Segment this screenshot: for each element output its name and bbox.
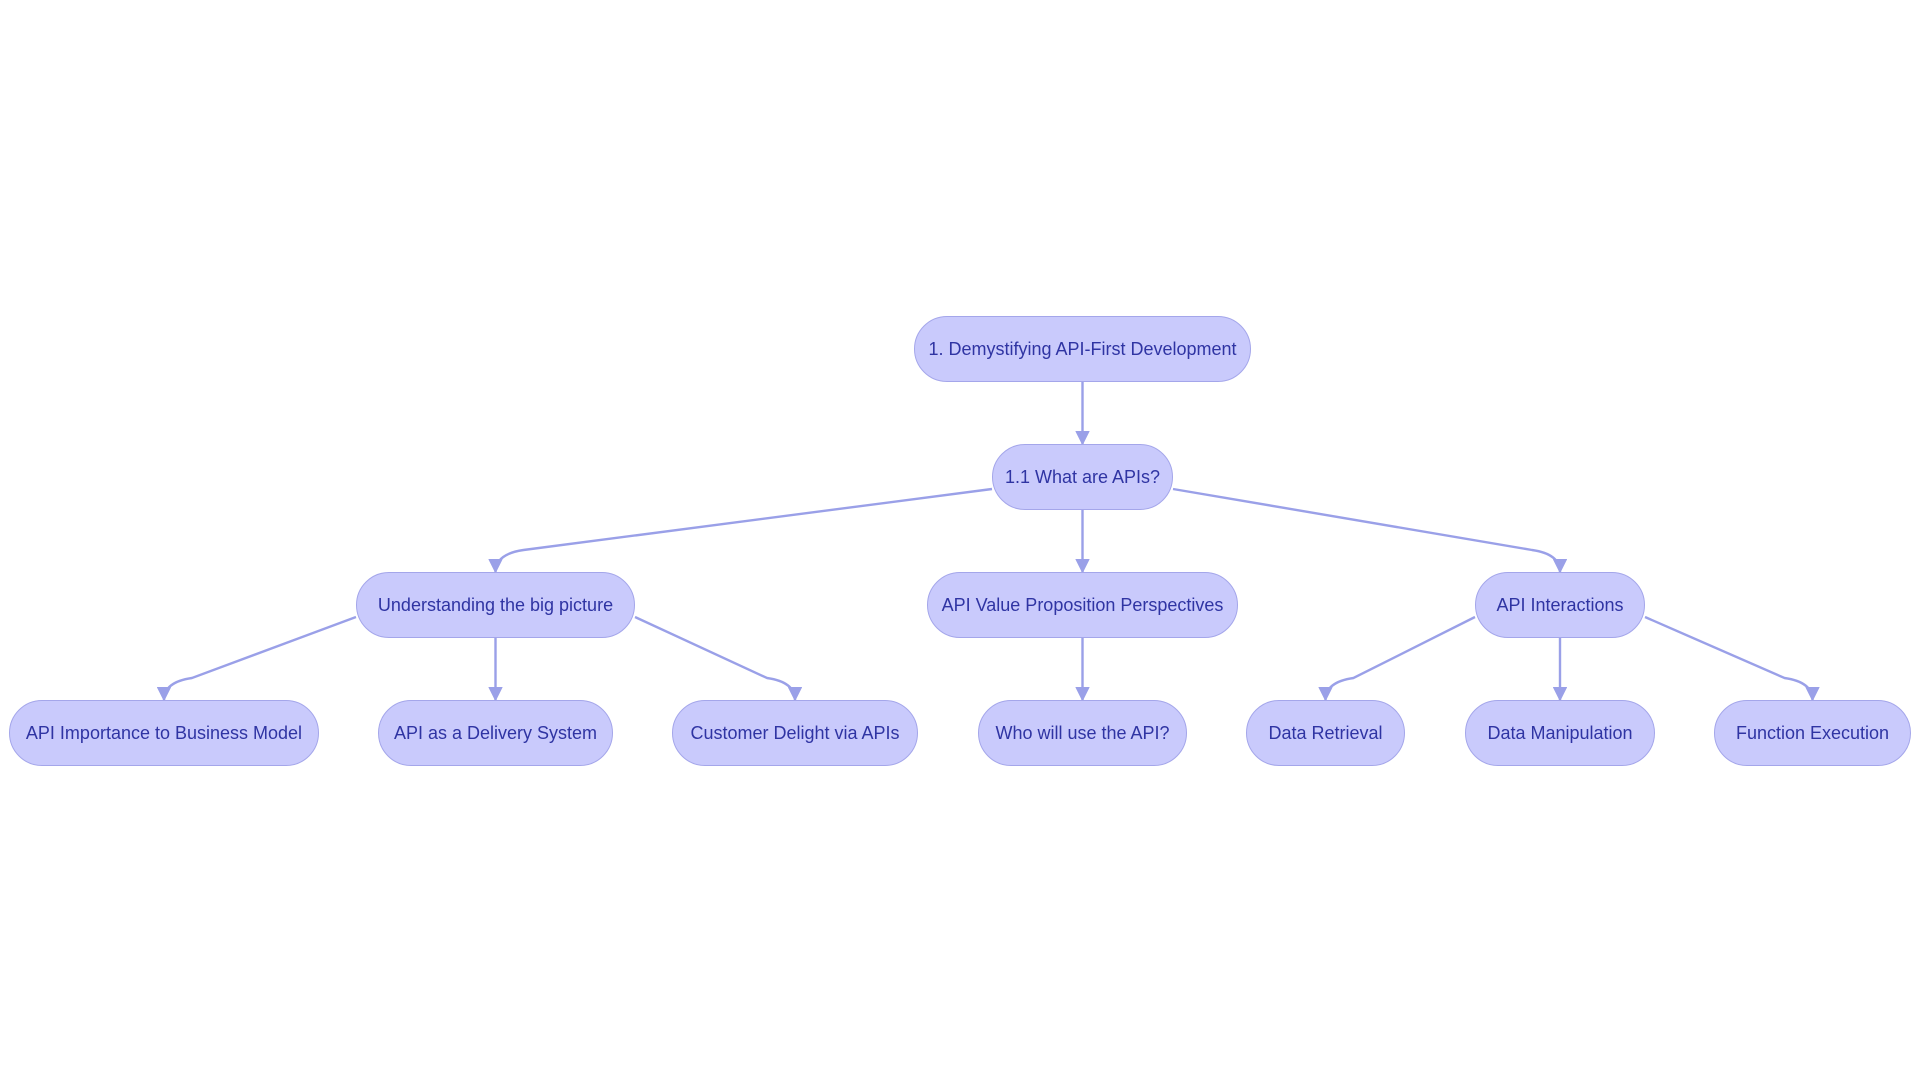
node-demystifying-api-first: 1. Demystifying API-First Development — [914, 316, 1251, 382]
connector-inter-to-retrieval — [1318, 615, 1476, 702]
node-understanding-big-picture: Understanding the big picture — [356, 572, 635, 638]
node-api-interactions: API Interactions — [1475, 572, 1645, 638]
node-who-will-use-api: Who will use the API? — [978, 700, 1187, 766]
connector-what-to-big — [488, 487, 993, 574]
node-api-delivery-system: API as a Delivery System — [378, 700, 613, 766]
node-api-value-proposition: API Value Proposition Perspectives — [927, 572, 1238, 638]
connector-big-to-importance — [156, 615, 357, 702]
connector-what-to-inter — [1172, 487, 1568, 574]
node-function-execution: Function Execution — [1714, 700, 1911, 766]
node-data-manipulation: Data Manipulation — [1465, 700, 1655, 766]
node-what-are-apis: 1.1 What are APIs? — [992, 444, 1173, 510]
connector-inter-to-execution — [1644, 615, 1820, 702]
node-data-retrieval: Data Retrieval — [1246, 700, 1405, 766]
node-customer-delight: Customer Delight via APIs — [672, 700, 918, 766]
node-api-importance-business-model: API Importance to Business Model — [9, 700, 319, 766]
connector-big-to-delight — [634, 615, 803, 702]
